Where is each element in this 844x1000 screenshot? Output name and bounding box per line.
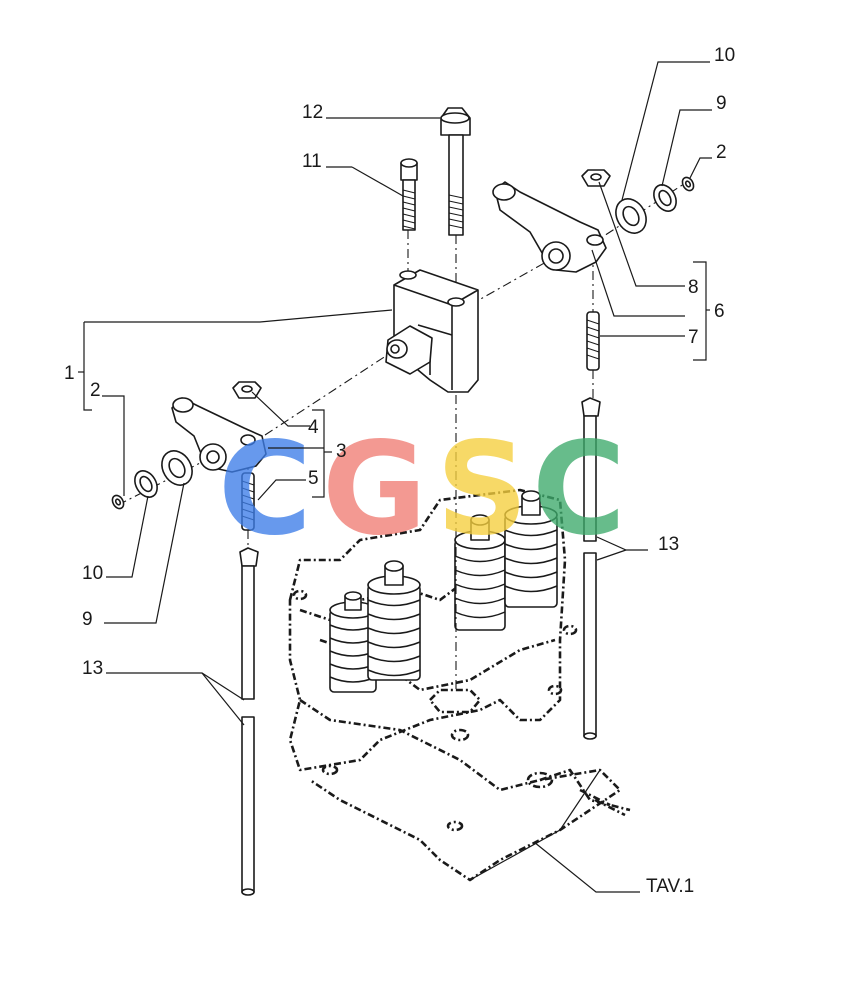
valve-springs [329,490,558,693]
rocker-shaft-bracket [385,269,479,393]
label-8: 8 [688,277,699,298]
label-4: 4 [308,417,319,438]
label-11: 11 [302,151,322,172]
part-labels: 10 9 2 12 11 8 6 7 1 2 4 3 5 10 9 13 13 … [64,45,735,897]
bolt-12 [440,107,471,236]
bolt-11 [400,158,418,231]
label-10-left: 10 [82,563,103,584]
right-spring-washer-9 [653,184,677,212]
left-circlip-2 [111,494,125,510]
right-adjuster-screw-7 [586,311,600,371]
right-push-rod-13 [581,397,601,740]
label-13-left: 13 [82,658,103,679]
valve-spring-3 [454,514,506,631]
right-nut-8 [581,169,611,187]
cgsc-watermark: C G S C [218,415,626,564]
left-nut-4 [232,381,262,399]
valve-spring-1 [329,591,377,693]
label-10-right: 10 [714,45,735,66]
label-6: 6 [714,301,725,322]
left-push-rod-13 [239,547,259,896]
leader-lines [78,61,712,893]
label-9-right: 9 [716,93,727,114]
right-washer-10 [615,198,647,234]
label-3: 3 [336,441,347,462]
left-spring-washer-10 [134,470,158,498]
label-1: 1 [64,363,75,384]
right-circlip-2 [681,176,695,192]
valve-spring-4 [504,490,558,608]
label-13-right: 13 [658,534,679,555]
left-adjuster-screw-5 [241,472,255,531]
label-12: 12 [302,102,323,123]
watermark-letter-g: G [322,415,427,564]
label-5: 5 [308,468,319,489]
label-tav-1: TAV.1 [646,876,694,897]
label-2-left: 2 [90,380,101,401]
left-washer-9 [161,450,193,486]
label-9-left: 9 [82,609,93,630]
right-rocker-arm [492,181,607,273]
watermark-letter-s: S [436,415,528,564]
watermark-letter-c2: C [532,415,626,564]
watermark-letter-c1: C [218,415,312,564]
valve-spring-2 [367,560,421,681]
label-2-right: 2 [716,142,727,163]
left-rocker-arm [171,397,267,473]
label-7: 7 [688,327,699,348]
